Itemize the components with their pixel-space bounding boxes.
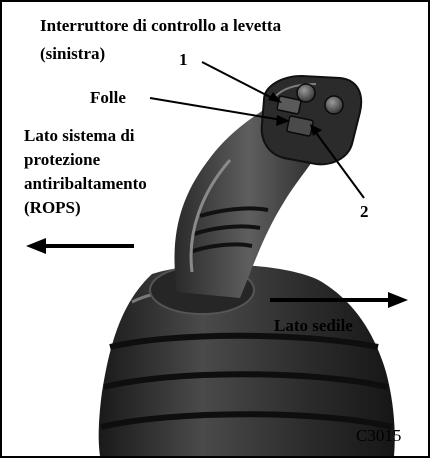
rops-label-line-1: Lato sistema di (24, 126, 135, 146)
top-button-left (297, 84, 315, 102)
callout-1: 1 (179, 50, 188, 70)
seat-arrow-head (388, 292, 408, 308)
rops-label-line-3: antiribaltamento (24, 174, 147, 194)
label-folle: Folle (90, 88, 126, 108)
top-button-right (325, 96, 343, 114)
seat-side-label: Lato sedile (274, 316, 353, 336)
title-line-1: Interruttore di controllo a levetta (40, 16, 281, 36)
title-line-2: (sinistra) (40, 44, 105, 64)
leader-line-folle (150, 98, 282, 120)
figure-code: C3015 (356, 426, 401, 446)
callout-2: 2 (360, 202, 369, 222)
leader-line-1 (202, 62, 276, 100)
rops-label-line-4: (ROPS) (24, 198, 81, 218)
rops-label-line-2: protezione (24, 150, 100, 170)
rops-arrow-head (26, 238, 46, 254)
